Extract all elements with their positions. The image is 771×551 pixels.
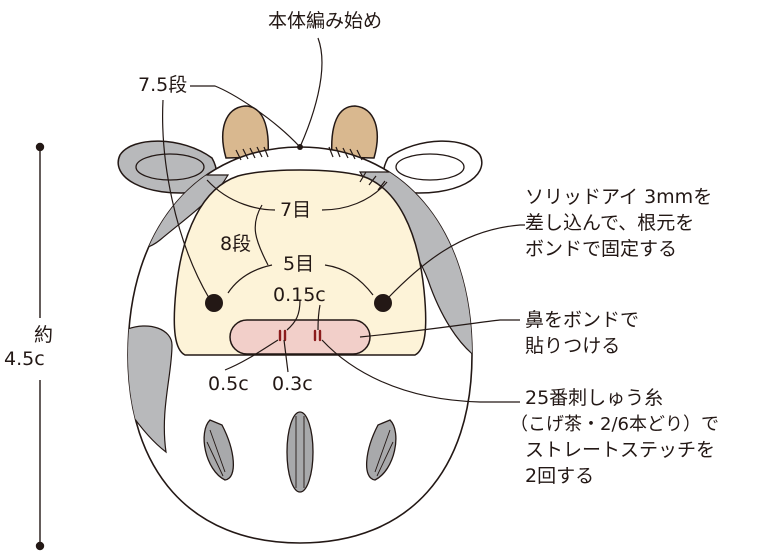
eyes-note-line-3: ボンドで固定する bbox=[525, 238, 678, 260]
stitch-leader bbox=[321, 339, 520, 403]
stitch-note-line-4: 2回する bbox=[525, 465, 595, 487]
label-stitches-5: 5目 bbox=[283, 253, 315, 275]
label-height-value: 4.5c bbox=[4, 348, 45, 370]
right-horn bbox=[330, 105, 378, 159]
left-horn bbox=[222, 105, 270, 159]
left-ear bbox=[117, 140, 218, 194]
eyes-note-line-2: 差し込んで、根元を bbox=[525, 212, 695, 234]
eyes-note-line-1: ソリッドアイ 3mmを bbox=[525, 186, 713, 208]
stitch-note-line-3: ストレートステッチを bbox=[525, 439, 716, 461]
rows-7-5-side bbox=[162, 99, 210, 299]
left-eye bbox=[205, 294, 223, 312]
label-rows-8: 8段 bbox=[220, 233, 252, 255]
stitch-note-line-1: 25番刺しゅう糸 bbox=[525, 387, 664, 409]
gap-05-03-lines bbox=[224, 339, 289, 373]
label-body-start: 本体編み始め bbox=[268, 10, 383, 33]
height-dimension-bar bbox=[35, 142, 45, 551]
label-rows-7-5: 7.5段 bbox=[138, 74, 188, 96]
gap-015-lines bbox=[286, 299, 321, 331]
nose-note-line-2: 貼りつける bbox=[525, 335, 621, 357]
leader-lines bbox=[162, 37, 525, 403]
right-eye bbox=[374, 294, 392, 312]
face-patch bbox=[173, 169, 427, 356]
nose-leader bbox=[359, 319, 520, 338]
stitch-note-line-2: （こげ茶・2/6本どり）で bbox=[510, 414, 719, 435]
start-leader bbox=[299, 37, 323, 148]
nostril-stitches bbox=[278, 329, 322, 342]
rows-7-5-leader bbox=[190, 85, 301, 148]
dimension-curves bbox=[206, 179, 388, 373]
spot-lower-left bbox=[128, 325, 173, 454]
eye-leader bbox=[387, 224, 525, 299]
right-ear bbox=[382, 140, 483, 194]
label-gap-0-5: 0.5c bbox=[208, 373, 249, 395]
label-height-approx: 約 bbox=[34, 324, 54, 346]
label-gap-0-3: 0.3c bbox=[272, 373, 313, 395]
right-claw bbox=[365, 419, 397, 481]
nose-note-line-1: 鼻をボンドで bbox=[525, 309, 640, 331]
label-stitches-7: 7目 bbox=[280, 199, 312, 221]
seven-stitch-curve bbox=[206, 179, 388, 211]
left-claw bbox=[203, 419, 235, 481]
stitch-ticks bbox=[235, 146, 386, 191]
middle-claw bbox=[286, 411, 314, 493]
nose bbox=[229, 319, 371, 355]
eight-row-curve bbox=[254, 204, 269, 266]
label-gap-0-15: 0.15c bbox=[273, 284, 326, 306]
five-stitch-curve bbox=[227, 264, 374, 296]
